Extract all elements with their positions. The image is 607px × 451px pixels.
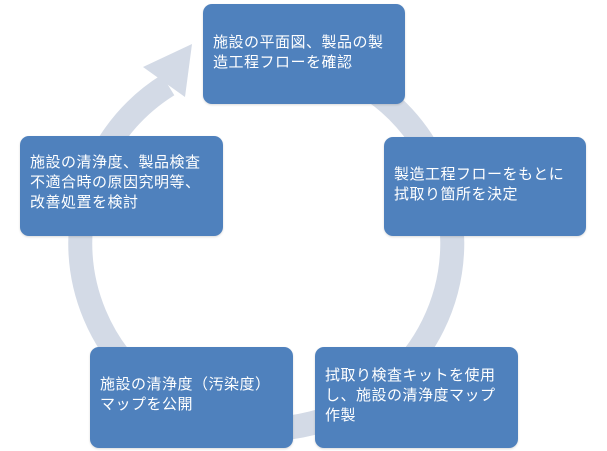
step-box-4: 施設の清浄度（汚染度）マップを公開 (90, 347, 293, 448)
step-box-5: 施設の清浄度、製品検査不適合時の原因究明等、改善処置を検討 (20, 136, 223, 236)
cycle-arrowhead (143, 44, 192, 97)
step-box-1: 施設の平面図、製品の製造工程フローを確認 (203, 4, 405, 104)
step-label-1: 施設の平面図、製品の製造工程フローを確認 (213, 33, 384, 71)
step-label-4: 施設の清浄度（汚染度）マップを公開 (100, 375, 271, 413)
step-box-2: 製造工程フローをもとに拭取り箇所を決定 (384, 137, 586, 236)
step-label-2: 製造工程フローをもとに拭取り箇所を決定 (394, 165, 565, 203)
step-label-5: 施設の清浄度、製品検査不適合時の原因究明等、改善処置を検討 (30, 153, 201, 211)
step-box-3: 拭取り検査キットを使用し、施設の清浄度マップ作製 (315, 347, 518, 448)
step-label-3: 拭取り検査キットを使用し、施設の清浄度マップ作製 (325, 366, 496, 424)
